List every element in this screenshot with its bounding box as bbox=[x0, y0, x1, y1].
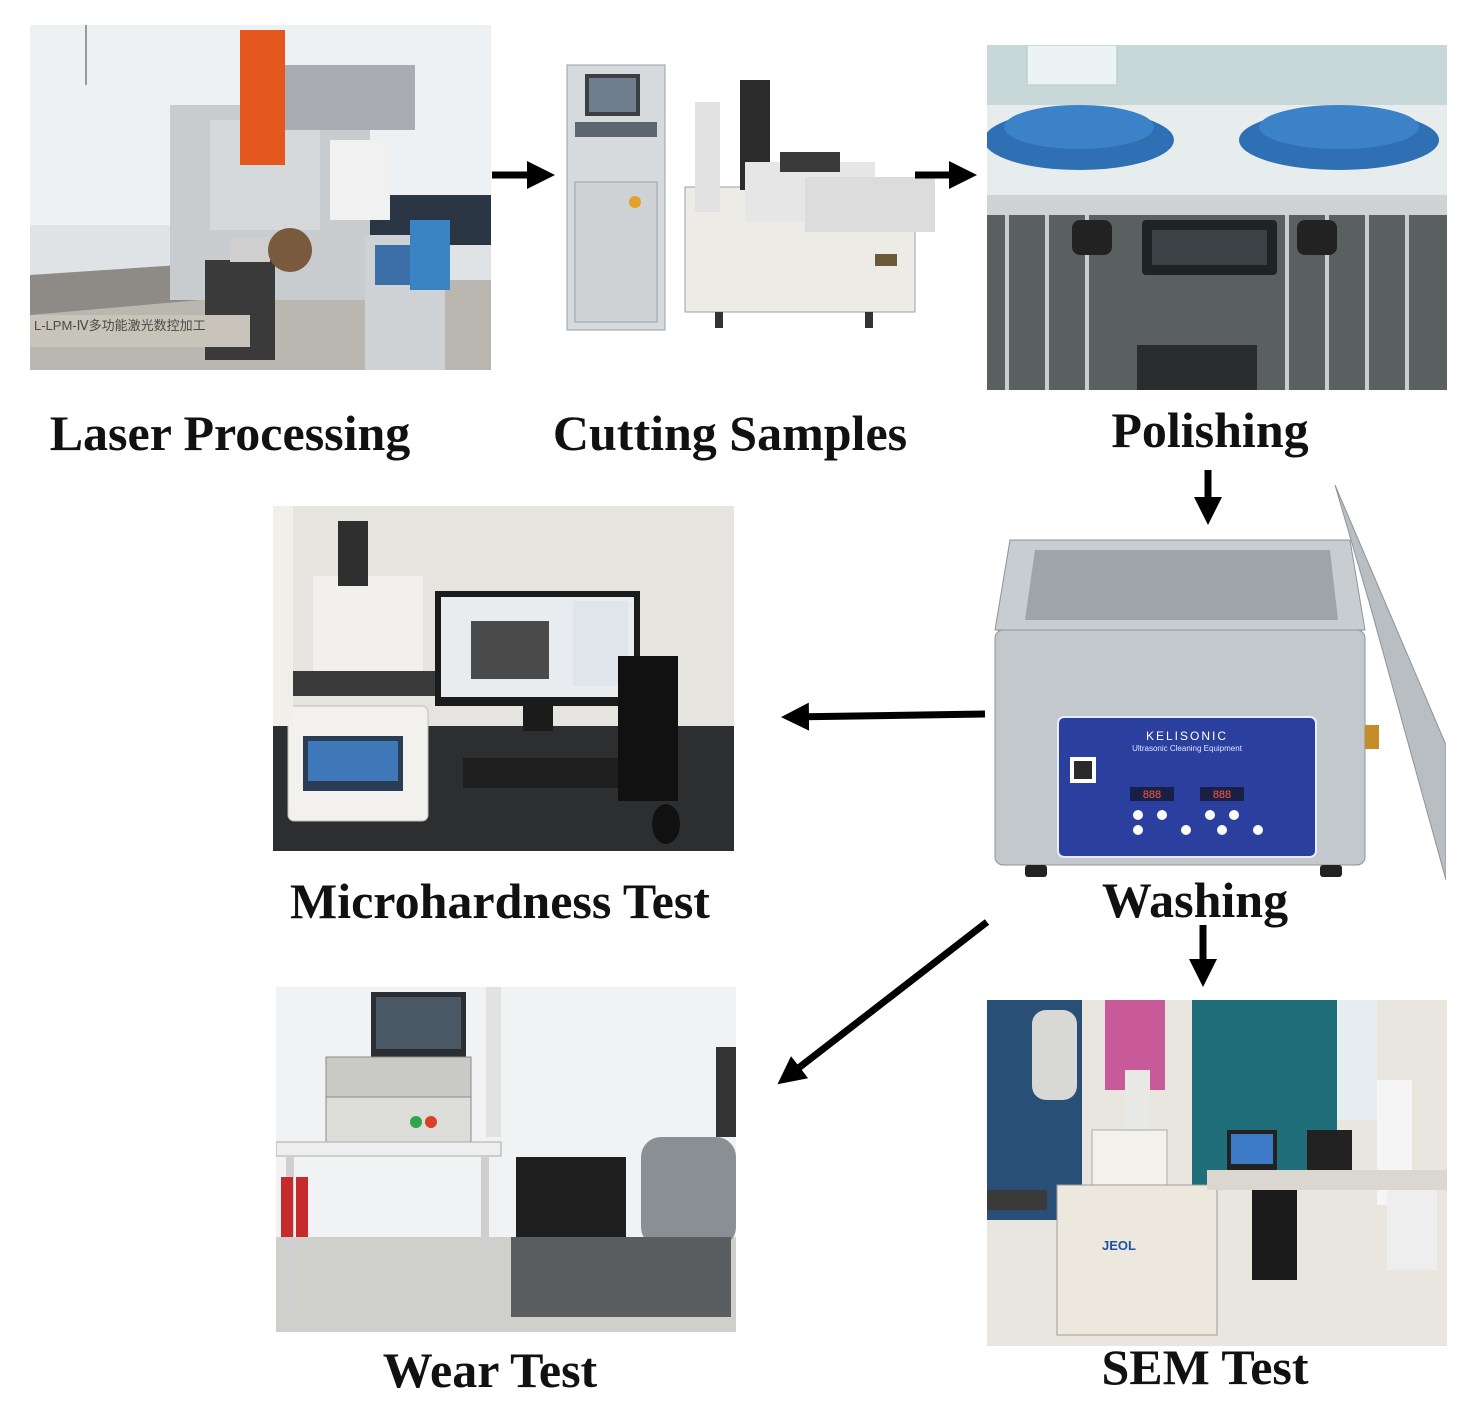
wear-test-photo bbox=[276, 987, 736, 1332]
polishing-photo bbox=[987, 45, 1447, 390]
laser-processing-photo: L-LPM-Ⅳ多功能激光数控加工 bbox=[30, 25, 491, 370]
label-microhardness-test: Microhardness Test bbox=[290, 873, 710, 929]
sem-brand: JEOL bbox=[1102, 1238, 1136, 1253]
cleaner-subtitle: Ultrasonic Cleaning Equipment bbox=[1132, 744, 1243, 753]
laser-machine-plate: L-LPM-Ⅳ多功能激光数控加工 bbox=[34, 318, 206, 333]
label-washing: Washing bbox=[1101, 872, 1289, 928]
label-wear-test: Wear Test bbox=[382, 1342, 598, 1398]
cleaner-display-left: 888 bbox=[1143, 789, 1161, 801]
label-laser-processing: Laser Processing bbox=[49, 405, 411, 461]
sem-test-photo: JEOL bbox=[987, 1000, 1447, 1346]
label-cutting-samples: Cutting Samples bbox=[552, 405, 908, 461]
microhardness-photo bbox=[273, 506, 734, 851]
label-polishing: Polishing bbox=[1111, 402, 1309, 458]
arrow-washing-to-microhardness bbox=[781, 702, 986, 731]
arrow-washing-to-wear bbox=[777, 919, 990, 1085]
cutting-samples-photo bbox=[565, 62, 937, 338]
cleaner-brand: KELISONIC bbox=[1146, 729, 1228, 743]
label-sem-test: SEM Test bbox=[1101, 1339, 1309, 1395]
cleaner-display-right: 888 bbox=[1213, 789, 1231, 801]
washing-photo: KELISONIC Ultrasonic Cleaning Equipment … bbox=[990, 485, 1446, 885]
